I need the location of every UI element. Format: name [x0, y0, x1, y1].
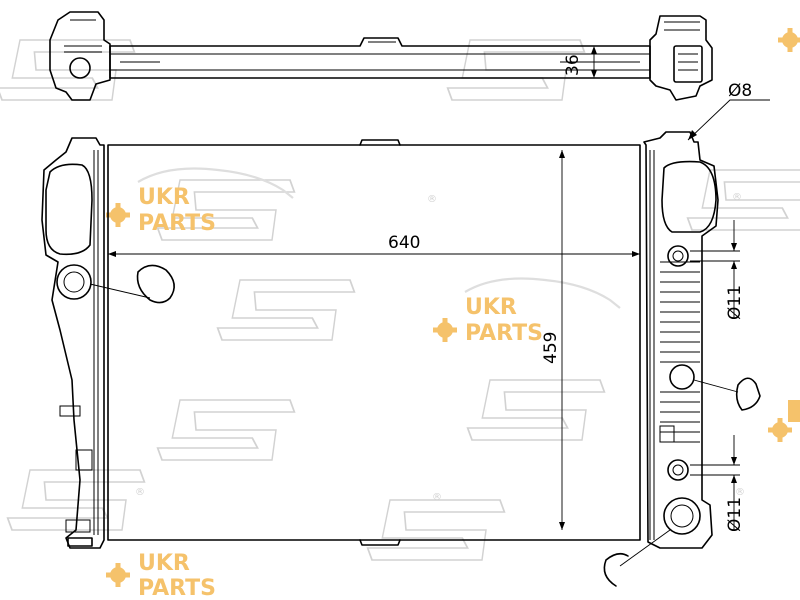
lower-fitting-dimension-label: Ø11 [725, 497, 745, 532]
top-core-lines [110, 41, 650, 71]
registered-mark: ® [732, 192, 742, 203]
width-dimension-label: 640 [388, 233, 420, 253]
left-hose-clip [136, 264, 175, 304]
depth-arrow-icon [591, 46, 597, 78]
ukr-parts-logo-edge [768, 28, 800, 442]
sat-watermark [156, 399, 296, 461]
lower-fitting-dimension-line [690, 435, 740, 530]
logo-text-parts: PARTS [465, 321, 543, 346]
front-view: Ø8 Ø11 Ø11 640 459 [41, 81, 770, 587]
gear-icon [778, 28, 800, 52]
sat-watermark [366, 499, 506, 561]
ukr-parts-logo: UKR PARTS [433, 277, 621, 346]
right-mount-pad [661, 160, 717, 233]
pin-dimension-label: Ø8 [728, 81, 752, 101]
top-left-port [69, 57, 91, 79]
registered-mark: ® [135, 487, 145, 498]
middle-fitting [669, 364, 695, 390]
left-filler-neck [56, 264, 92, 300]
sat-watermarks: ® ® ® ® ® [0, 39, 800, 561]
left-filler-neck-inner [63, 271, 85, 293]
lower-fitting-arrow-icon [731, 457, 737, 483]
gear-icon [106, 203, 130, 227]
sat-watermark [0, 39, 136, 101]
registered-mark: ® [432, 492, 442, 503]
sat-watermark [216, 279, 356, 341]
top-view: 36 [49, 11, 713, 101]
height-dimension-label: 459 [541, 332, 561, 364]
left-tank-walls [93, 150, 99, 535]
outlet-neck [663, 497, 701, 535]
left-mount-pad [45, 163, 93, 256]
outlet-hose-clip [603, 552, 629, 587]
upper-fitting-dimension-label: Ø11 [725, 285, 745, 320]
pin-arrow-icon [688, 130, 697, 140]
car-outline-icon [464, 277, 621, 309]
lower-fitting [667, 459, 689, 481]
logo-text-ukr: UKR [138, 185, 190, 210]
top-right-detail [664, 21, 700, 71]
top-left-detail [64, 19, 102, 53]
gear-icon [768, 418, 792, 442]
registered-mark: ® [427, 194, 437, 205]
core-brackets [359, 139, 401, 546]
right-tank-walls [649, 150, 655, 540]
upper-fitting-dimension-line [690, 220, 740, 318]
top-core-bar [109, 37, 651, 79]
sat-watermark [686, 169, 800, 231]
top-left-tank [49, 11, 111, 101]
left-bottom-foot [67, 537, 93, 547]
lower-fitting-inner [672, 464, 684, 476]
logo-text-ukr: UKR [138, 551, 190, 576]
outlet-neck-inner [670, 504, 694, 528]
logo-text-parts: PARTS [138, 211, 216, 236]
ukr-parts-logo: UKR PARTS [106, 167, 294, 236]
left-tank [41, 137, 105, 549]
depth-dimension-label: 36 [563, 54, 583, 76]
gear-icon [433, 318, 457, 342]
right-tank-ribs [660, 261, 700, 443]
logo-text-ukr: UKR [465, 295, 517, 320]
left-clip-leader [89, 283, 151, 299]
upper-fitting-arrow-icon [731, 243, 737, 269]
upper-fitting-inner [672, 250, 684, 262]
ukr-parts-logo: UKR PARTS [106, 551, 216, 600]
middle-clip-leader [693, 379, 739, 393]
outlet-clip-leader [619, 529, 671, 567]
right-small-boss [659, 425, 675, 443]
pin-dimension-leader [687, 99, 770, 141]
middle-hose-clip [735, 377, 761, 411]
radiator-core [107, 144, 641, 541]
sat-watermark [6, 469, 146, 531]
right-tank [643, 131, 719, 549]
sat-watermark [466, 379, 606, 441]
sat-watermark [156, 179, 296, 241]
left-tank-fittings [59, 405, 93, 533]
top-right-port [673, 45, 703, 83]
top-right-tank [649, 15, 713, 101]
logo-fragment [788, 400, 800, 422]
logo-text-parts: PARTS [138, 576, 216, 600]
gear-icon [106, 563, 130, 587]
registered-mark: ® [735, 487, 745, 498]
car-outline-icon [137, 167, 294, 199]
upper-fitting [667, 245, 689, 267]
